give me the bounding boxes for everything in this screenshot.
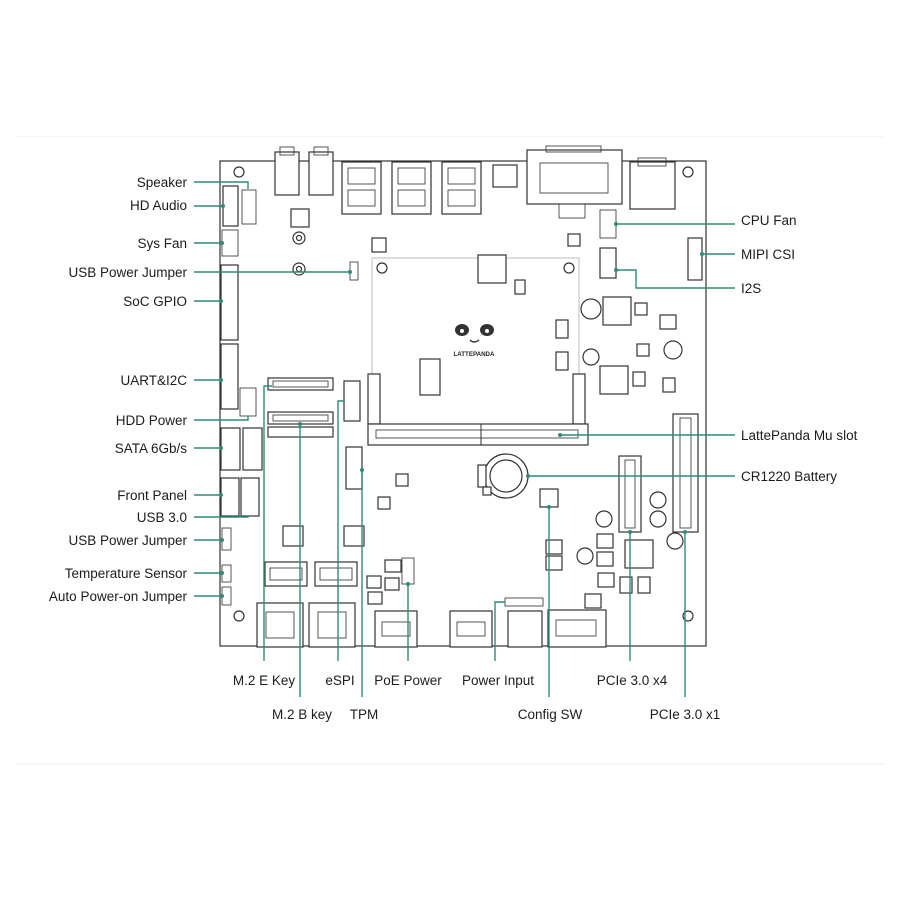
- label-espi: eSPI: [325, 673, 354, 688]
- sata-port-1: [220, 427, 241, 471]
- hd-audio-header: [222, 185, 239, 227]
- mounting-hole: [682, 610, 694, 622]
- label-sata: SATA 6Gb/s: [115, 441, 188, 456]
- label-sys-fan: Sys Fan: [137, 236, 187, 251]
- leader-lines: [194, 181, 735, 697]
- leader-speaker: [194, 181, 249, 189]
- i2s-header: [599, 247, 617, 279]
- label-power-input: Power Input: [462, 673, 534, 688]
- espi-header: [343, 380, 361, 422]
- poe-power-header: [401, 557, 415, 585]
- label-tpm: TPM: [350, 707, 379, 722]
- label-m2-e-key: M.2 E Key: [233, 673, 296, 688]
- label-battery: CR1220 Battery: [741, 469, 837, 484]
- uart-i2c-header: [220, 343, 239, 410]
- label-cpu-fan: CPU Fan: [741, 213, 797, 228]
- label-config-sw: Config SW: [518, 707, 583, 722]
- label-hdd-power: HDD Power: [116, 413, 188, 428]
- dc-jack: [547, 609, 607, 648]
- right-labels: CPU Fan MIPI CSI I2S LattePanda Mu slot …: [741, 213, 858, 484]
- usb3-header: [240, 477, 260, 517]
- leader-hdd-power: [194, 416, 249, 421]
- hdd-power-header: [239, 387, 257, 417]
- label-hd-audio: HD Audio: [130, 198, 187, 213]
- pcie-x4-slot: [618, 455, 642, 533]
- pcie-x1-slot: [672, 413, 699, 533]
- front-panel-header: [220, 477, 240, 517]
- label-usb-power-jumper-bottom: USB Power Jumper: [68, 533, 187, 548]
- label-uart-i2c: UART&I2C: [120, 373, 187, 388]
- bottom-labels: M.2 E Key M.2 B key eSPI TPM PoE Power P…: [233, 673, 720, 722]
- label-poe-power: PoE Power: [374, 673, 442, 688]
- m2-e-key-slot: [267, 377, 334, 391]
- usb-ports-top: [341, 161, 482, 215]
- label-mu-slot: LattePanda Mu slot: [741, 428, 858, 443]
- config-switch: [539, 488, 559, 508]
- leader-i2s: [616, 269, 735, 289]
- power-input-connector: [504, 597, 544, 607]
- mounting-hole: [233, 610, 245, 622]
- soc-gpio-header: [220, 264, 239, 341]
- lattepanda-logo: LATTEPANDA: [453, 324, 495, 358]
- leader-power-input: [494, 601, 505, 661]
- audio-jack: [274, 151, 300, 196]
- mounting-hole: [233, 166, 245, 178]
- sata-port-2: [242, 427, 263, 471]
- hdmi-port: [449, 610, 493, 648]
- label-pcie-x1: PCIe 3.0 x1: [650, 707, 721, 722]
- motherboard: LATTEPANDA: [219, 145, 707, 648]
- leader-m2-e-key: [263, 385, 272, 661]
- label-m2-b-key: M.2 B key: [272, 707, 332, 722]
- label-speaker: Speaker: [137, 175, 188, 190]
- mipi-csi-connector: [687, 237, 703, 281]
- mu-slot: [367, 423, 589, 446]
- ethernet-port: [308, 602, 356, 648]
- label-usb3: USB 3.0: [137, 510, 187, 525]
- leader-usb3: [194, 516, 249, 518]
- label-usb-power-jumper-top: USB Power Jumper: [68, 265, 187, 280]
- tpm-header: [345, 446, 363, 490]
- label-i2s: I2S: [741, 281, 761, 296]
- mounting-hole: [682, 166, 694, 178]
- ethernet-chip: [314, 561, 358, 587]
- logo-text: LATTEPANDA: [453, 351, 495, 358]
- left-labels: Speaker HD Audio Sys Fan USB Power Jumpe…: [49, 175, 188, 604]
- sys-fan-header: [221, 229, 239, 257]
- leader-espi: [337, 400, 344, 661]
- cpu-fan-header: [599, 209, 617, 239]
- label-mipi-csi: MIPI CSI: [741, 247, 795, 262]
- left-headers: [220, 185, 263, 606]
- lattepanda-mu-module: LATTEPANDA: [367, 233, 589, 446]
- label-pcie-x4: PCIe 3.0 x4: [597, 673, 668, 688]
- ethernet-chip: [264, 561, 308, 587]
- vga-connector: [526, 145, 623, 219]
- cr1220-battery: [477, 453, 529, 499]
- speaker-header: [241, 189, 257, 225]
- audio-jack: [308, 151, 334, 196]
- label-temperature-sensor: Temperature Sensor: [65, 566, 188, 581]
- bottom-io: [256, 597, 607, 648]
- label-front-panel: Front Panel: [117, 488, 187, 503]
- label-soc-gpio: SoC GPIO: [123, 294, 187, 309]
- sd-card-slot: [629, 161, 676, 210]
- label-auto-power-on-jumper: Auto Power-on Jumper: [49, 589, 188, 604]
- hdmi-port: [374, 610, 418, 648]
- pcie-slots: [618, 413, 699, 533]
